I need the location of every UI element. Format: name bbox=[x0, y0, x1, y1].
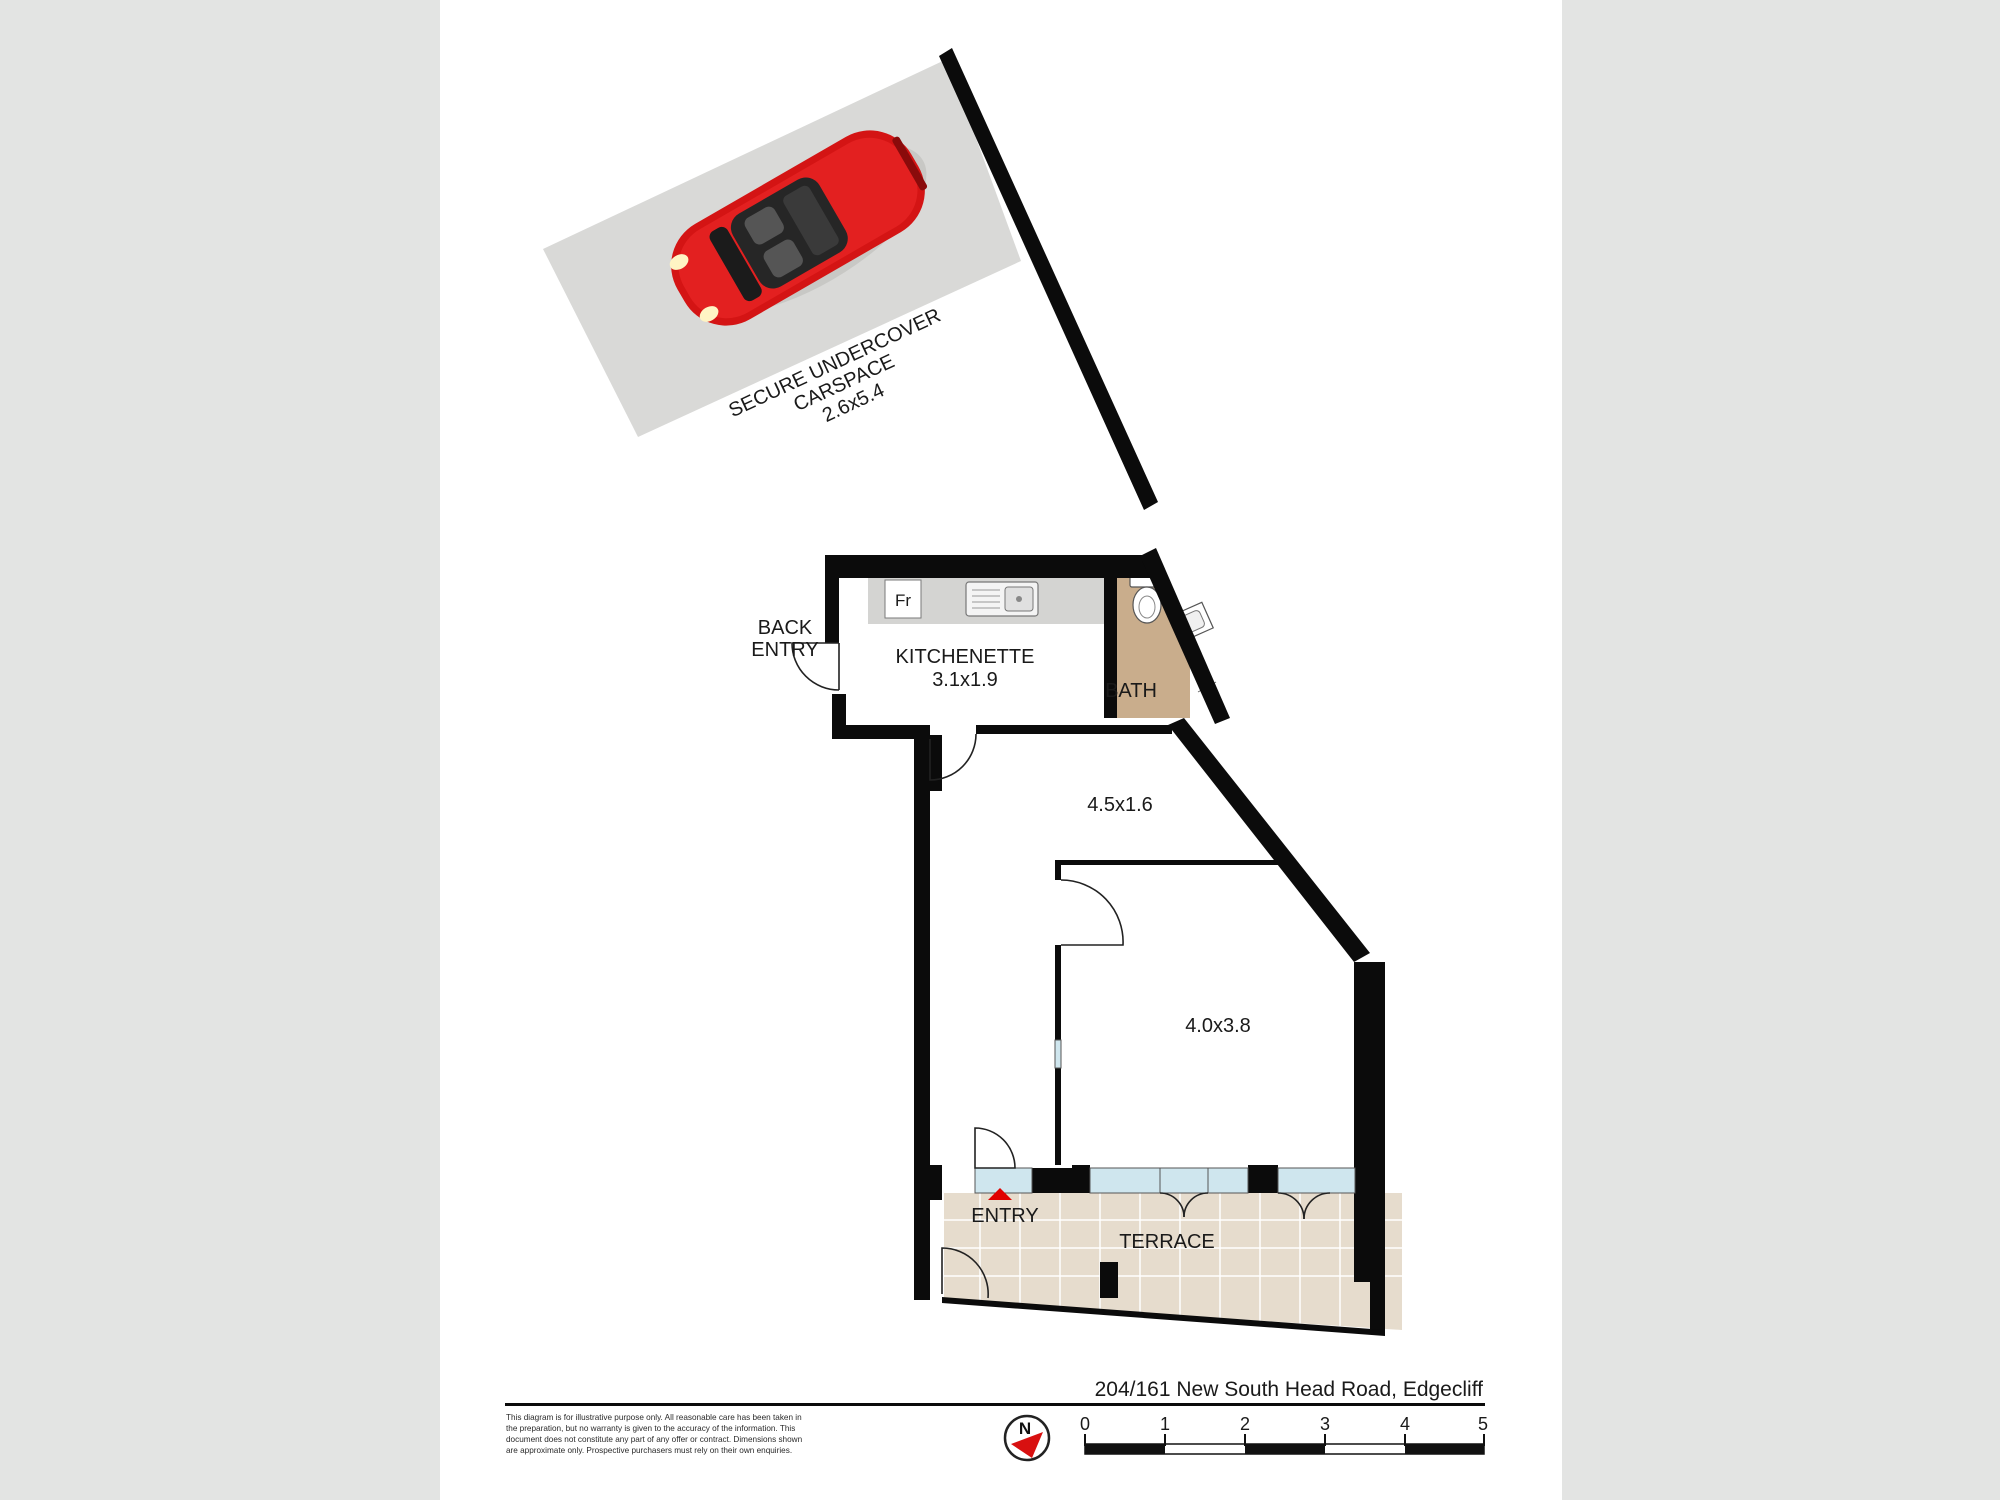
glass-panels bbox=[974, 1167, 1356, 1194]
terrace-door-1b bbox=[1183, 1192, 1209, 1218]
compass-north-label: N bbox=[1019, 1419, 1031, 1438]
walls bbox=[825, 548, 1385, 1336]
bath-label: BATH bbox=[1105, 680, 1157, 702]
room-size: 4.0x3.8 bbox=[1185, 1015, 1251, 1037]
north-compass-icon: N bbox=[1003, 1414, 1051, 1462]
terrace-door-2b bbox=[1303, 1192, 1331, 1220]
kitchenette-label: KITCHENETTE bbox=[896, 646, 1035, 668]
scale-bar: 0 1 2 3 4 5 bbox=[1080, 1414, 1488, 1455]
back-entry-door bbox=[791, 642, 840, 691]
hall-size: 4.5x1.6 bbox=[1087, 794, 1153, 816]
car-illustration bbox=[669, 130, 928, 326]
scale-tick-1: 1 bbox=[1160, 1414, 1170, 1434]
back-entry-label-line1: BACK bbox=[758, 617, 813, 639]
disclaimer-line1: This diagram is for illustrative purpose… bbox=[506, 1413, 802, 1422]
disclaimer-line2: the preparation, but no warranty is give… bbox=[506, 1424, 795, 1433]
door-swings bbox=[791, 642, 1331, 1299]
scale-tick-4: 4 bbox=[1400, 1414, 1410, 1434]
scale-tick-5: 5 bbox=[1478, 1414, 1488, 1434]
entry-label: ENTRY bbox=[971, 1205, 1038, 1227]
floor-plan-drawing: SECURE UNDERCOVER CARSPACE 2.6x5.4 Fr bbox=[505, 48, 1488, 1462]
entry-door bbox=[974, 1127, 1016, 1169]
terrace-gate bbox=[941, 1247, 989, 1299]
property-address: 204/161 New South Head Road, Edgecliff bbox=[1095, 1378, 1484, 1401]
scale-tick-3: 3 bbox=[1320, 1414, 1330, 1434]
scale-tick-0: 0 bbox=[1080, 1414, 1090, 1434]
entry-arrow-icon bbox=[988, 1188, 1012, 1200]
terrace-label: TERRACE bbox=[1119, 1231, 1215, 1253]
footer-rule bbox=[505, 1403, 1485, 1406]
fridge-label: Fr bbox=[895, 591, 911, 610]
kitchen-door bbox=[929, 733, 977, 781]
boundary-wall bbox=[939, 48, 1158, 510]
fridge bbox=[884, 579, 922, 619]
back-entry-label-line2: ENTRY bbox=[751, 639, 818, 661]
terrace-floor bbox=[944, 1193, 1402, 1330]
disclaimer-line4: are approximate only. Prospective purcha… bbox=[506, 1446, 792, 1455]
disclaimer: This diagram is for illustrative purpose… bbox=[506, 1413, 803, 1455]
scale-tick-2: 2 bbox=[1240, 1414, 1250, 1434]
disclaimer-line3: document does not constitute any part of… bbox=[506, 1435, 803, 1444]
floor-plan-sheet: SECURE UNDERCOVER CARSPACE 2.6x5.4 Fr bbox=[440, 0, 1562, 1500]
internal-window bbox=[1054, 1039, 1062, 1069]
kitchenette-size: 3.1x1.9 bbox=[932, 669, 998, 691]
terrace-tiles bbox=[944, 1193, 1402, 1330]
kitchen-sink bbox=[965, 581, 1039, 617]
room-door bbox=[1060, 879, 1124, 946]
